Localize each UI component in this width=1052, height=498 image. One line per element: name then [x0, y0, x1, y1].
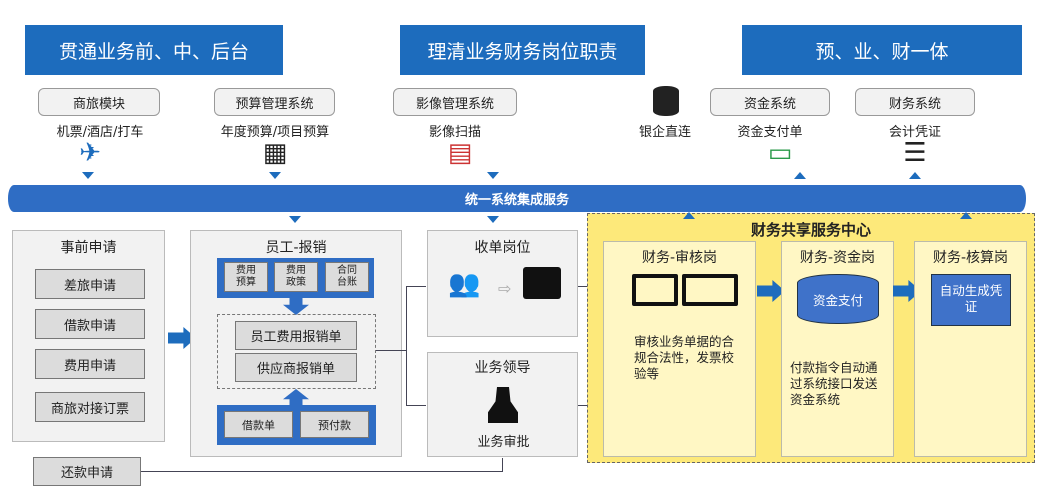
connector [502, 458, 503, 472]
arrow-icon: ⇨ [498, 279, 512, 298]
header-integration: 预、业、财一体 [742, 25, 1022, 75]
module-finance: 财务系统 [855, 88, 975, 116]
database-icon [653, 86, 679, 116]
arrow-right [168, 327, 196, 349]
ledger-icon: ☰ [903, 138, 927, 168]
fund-title: 财务-资金岗 [799, 250, 876, 266]
presenter-icon [682, 274, 738, 306]
connector [141, 471, 503, 472]
pre-application-panel: 事前申请 差旅申请 借款申请 费用申请 商旅对接订票 [12, 230, 165, 442]
audit-desc: 审核业务单据的合规合法性，发票校验等 [634, 334, 735, 381]
bank-label: 银企直连 [638, 125, 691, 140]
leader-panel: 业务领导 业务审批 [427, 352, 578, 457]
module-budget-sub: 年度预算/项目预算 [220, 125, 330, 140]
pre-title: 事前申请 [60, 240, 117, 256]
module-fund: 资金系统 [710, 88, 830, 116]
center-title: 财务共享服务中心 [750, 221, 871, 239]
module-travel: 商旅模块 [38, 88, 160, 116]
acct-panel: 财务-核算岗 自动生成凭证 [914, 241, 1027, 457]
fund-desc: 付款指令自动通过系统接口发送资金系统 [790, 360, 878, 407]
header-front-middle-back: 贯通业务前、中、后台 [25, 25, 283, 75]
leader-sub: 业务审批 [477, 435, 530, 450]
receive-title: 收单岗位 [474, 240, 531, 256]
arrow-down [82, 172, 94, 179]
calendar-icon: ▦ [262, 138, 288, 168]
reimb-bottom-item: 预付款 [300, 411, 369, 438]
pre-item: 费用申请 [35, 349, 145, 379]
module-fund-sub: 资金支付单 [737, 125, 803, 140]
acct-title: 财务-核算岗 [932, 250, 1009, 266]
module-travel-sub: 机票/酒店/打车 [56, 125, 144, 140]
arrow-down [487, 216, 499, 223]
module-budget: 预算管理系统 [214, 88, 335, 116]
leader-title: 业务领导 [474, 360, 531, 376]
integration-band: 统一系统集成服务 [8, 185, 1026, 212]
arrow-down [487, 172, 499, 179]
module-image-sub: 影像扫描 [428, 125, 481, 140]
fund-panel: 财务-资金岗 资金支付 付款指令自动通过系统接口发送资金系统 [781, 241, 894, 457]
arrow-up [683, 212, 695, 219]
pre-item: 商旅对接订票 [35, 392, 145, 422]
pre-item: 差旅申请 [35, 269, 145, 299]
reimb-top-item: 费用 政策 [274, 262, 318, 292]
audit-title: 财务-审核岗 [641, 250, 718, 266]
arrow-right [757, 280, 785, 302]
header-roles: 理清业务财务岗位职责 [400, 25, 645, 75]
module-image: 影像管理系统 [393, 88, 517, 116]
person-icon [488, 387, 518, 423]
connector [578, 405, 594, 406]
reimbursement-panel: 员工-报销 费用 预算 费用 政策 合同 台账 员工费用报销单 供应商报销单 借… [190, 230, 402, 457]
repay-box: 还款申请 [33, 457, 141, 486]
arrow-up [909, 172, 921, 179]
reimb-top-item: 合同 台账 [325, 262, 369, 292]
audit-panel: 财务-审核岗 审核业务单据的合规合法性，发票校验等 [603, 241, 756, 457]
arrow-down [269, 172, 281, 179]
fund-payment-db: 资金支付 [797, 274, 879, 324]
monitor-icon [632, 274, 678, 306]
connector [406, 286, 407, 406]
shared-service-center: 财务共享服务中心 财务-审核岗 审核业务单据的合规合法性，发票校验等 财务-资金… [587, 212, 1035, 463]
money-icon: ▭ [767, 138, 793, 168]
connector [406, 286, 426, 287]
reimb-form: 供应商报销单 [235, 353, 357, 382]
connector [376, 350, 406, 351]
reimb-top-item: 费用 预算 [224, 262, 268, 292]
arrow-up [960, 212, 972, 219]
pre-item: 借款申请 [35, 309, 145, 339]
document-scan-icon: ▤ [447, 138, 473, 168]
reimb-title: 员工-报销 [265, 240, 327, 256]
receive-panel: 收单岗位 👥 ⇨ [427, 230, 578, 337]
auto-voucher-box: 自动生成凭证 [931, 274, 1011, 326]
reimb-form: 员工费用报销单 [235, 321, 357, 350]
group-icon: 👥 [448, 269, 481, 299]
printer-icon [523, 267, 561, 299]
arrow-up [794, 172, 806, 179]
module-finance-sub: 会计凭证 [888, 125, 941, 140]
reimb-bottom-item: 借款单 [224, 411, 293, 438]
airplane-icon: ✈ [79, 138, 101, 168]
connector [406, 405, 426, 406]
arrow-down [289, 216, 301, 223]
